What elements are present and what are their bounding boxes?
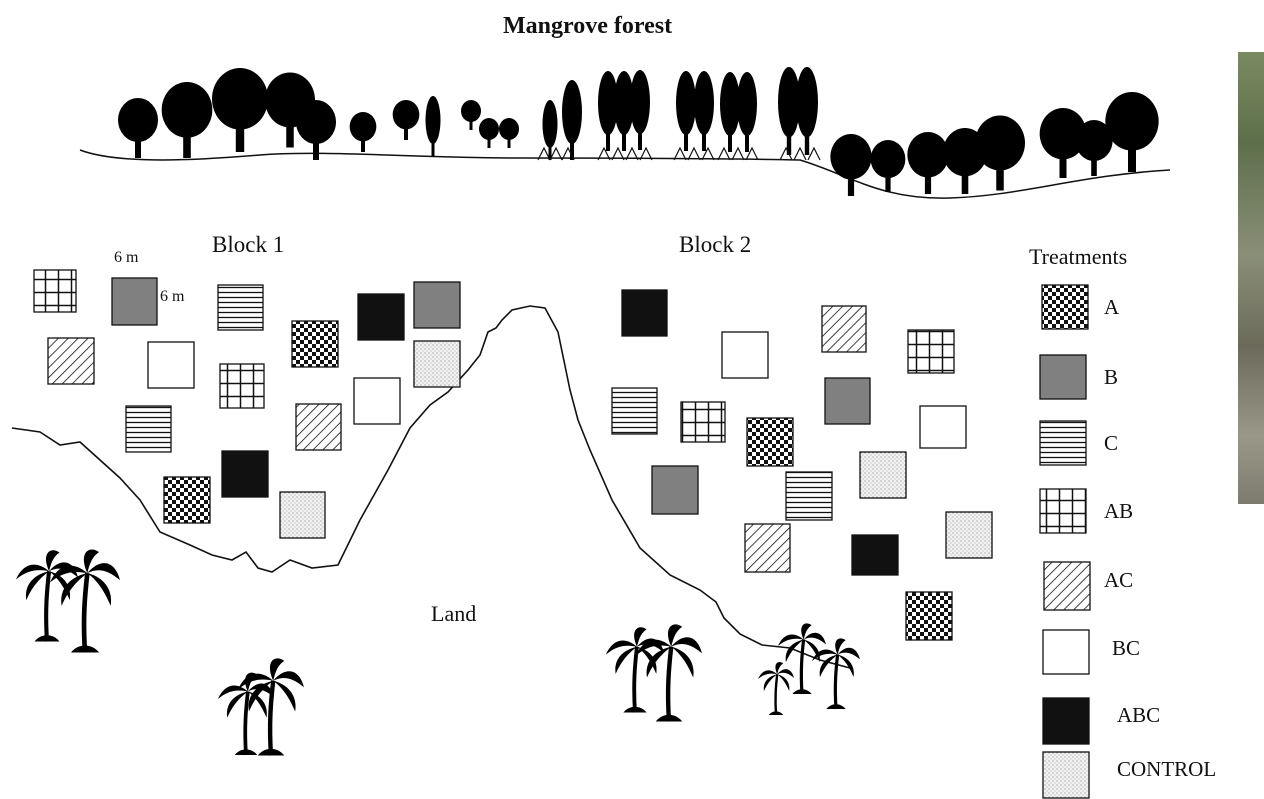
palm-trees	[16, 550, 860, 756]
plot-BC	[353, 377, 401, 425]
legend-swatch-AC	[1043, 561, 1091, 611]
block-2-plots	[611, 289, 993, 641]
block-1-label: Block 1	[212, 232, 285, 257]
plot-BC	[919, 405, 967, 449]
plot-BC	[147, 341, 195, 389]
plot-BC	[721, 331, 769, 379]
legend-swatch-AB	[1039, 488, 1087, 534]
legend-swatch-B	[1039, 354, 1087, 400]
plot-B	[651, 465, 699, 515]
land-label: Land	[431, 601, 477, 626]
plot-B	[413, 281, 461, 329]
plot-AC	[47, 337, 95, 385]
legend-swatches	[1039, 284, 1091, 799]
legend-label-AB: AB	[1104, 499, 1134, 523]
legend-swatch-ABC	[1042, 697, 1090, 745]
plot-ABC	[221, 450, 269, 498]
legend-label-ABC: ABC	[1117, 703, 1161, 727]
shoreline	[11, 305, 851, 669]
plot-CONTROL	[859, 451, 907, 499]
plot-CONTROL	[945, 511, 993, 559]
legend-swatch-BC	[1042, 629, 1090, 675]
plot-AB	[219, 363, 265, 409]
plot-height-label: 6 m	[160, 288, 185, 305]
plot-A	[905, 591, 953, 641]
legend-label-B: B	[1104, 365, 1119, 389]
legend-title: Treatments	[1029, 244, 1128, 269]
stilt-roots	[537, 146, 821, 161]
plot-AC	[744, 523, 791, 573]
legend-label-CONTROL: CONTROL	[1117, 757, 1217, 781]
legend-swatch-C	[1039, 420, 1087, 466]
plot-C	[611, 387, 658, 435]
diagram-title: Mangrove forest	[503, 13, 673, 39]
plot-A	[291, 320, 339, 368]
plot-AB	[33, 269, 77, 313]
legend-label-C: C	[1104, 431, 1119, 455]
field-photo-thumbnail	[1238, 52, 1264, 504]
plot-ABC	[851, 534, 899, 576]
plot-A	[746, 417, 794, 467]
plot-C	[785, 471, 833, 521]
block-2-label: Block 2	[679, 232, 752, 257]
legend-label-BC: BC	[1112, 636, 1141, 660]
plot-ABC	[357, 293, 405, 341]
mangrove-trees	[118, 67, 1159, 196]
plot-CONTROL	[413, 340, 461, 388]
legend-label-A: A	[1104, 295, 1120, 319]
plot-A	[163, 476, 211, 524]
block-1-plots	[33, 269, 461, 539]
plot-CONTROL	[279, 491, 326, 539]
plot-C	[217, 284, 264, 331]
plot-AC	[295, 403, 342, 451]
plot-C	[125, 405, 172, 453]
legend-swatch-A	[1041, 284, 1089, 330]
legend-swatch-CONTROL	[1042, 751, 1090, 799]
plot-B	[824, 377, 871, 425]
plot-AC	[821, 305, 867, 353]
plot-B	[111, 277, 158, 326]
plot-AB	[907, 329, 955, 374]
plot-ABC	[621, 289, 668, 337]
plot-AB	[680, 401, 726, 443]
plot-width-label: 6 m	[114, 249, 139, 266]
legend-label-AC: AC	[1104, 568, 1134, 592]
